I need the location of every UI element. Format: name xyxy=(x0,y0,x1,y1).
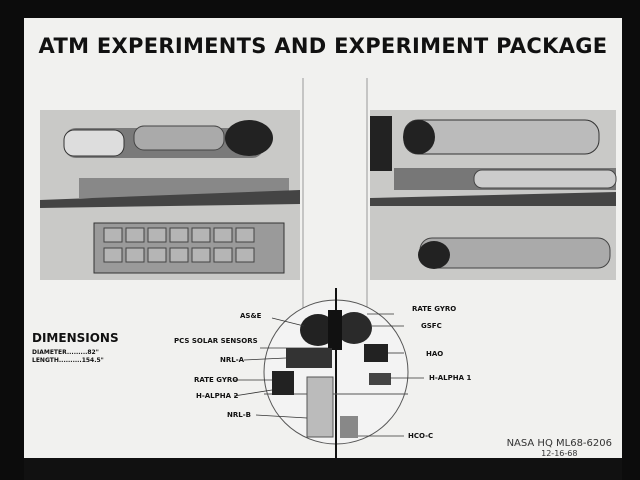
credit-id: NASA HQ ML68-6206 xyxy=(506,438,612,449)
dimensions-heading: DIMENSIONS xyxy=(32,331,119,345)
dimension-value: 82" xyxy=(87,349,99,356)
dimension-value: 154.5" xyxy=(81,357,104,364)
slide-title: ATM EXPERIMENTS AND EXPERIMENT PACKAGE xyxy=(38,34,608,58)
label-nrl-b: NRL-B xyxy=(227,411,251,419)
experiment-package-diagram xyxy=(40,78,617,460)
label-gsfc: GSFC xyxy=(421,322,442,330)
credit-date: 12-16-68 xyxy=(541,449,578,458)
film-border xyxy=(24,458,622,480)
label-asae: AS&E xyxy=(240,312,262,320)
label-hco-c: HCO-C xyxy=(408,432,434,440)
slide: ATM EXPERIMENTS AND EXPERIMENT PACKAGE xyxy=(24,18,622,460)
label-nrl-a: NRL-A xyxy=(220,356,245,364)
dimension-diameter: DIAMETER.........82" xyxy=(32,349,99,356)
label-rate-gyro-right: RATE GYRO xyxy=(412,305,457,313)
label-rate-gyro-left: RATE GYRO xyxy=(194,376,239,384)
label-pcs-solar-sensors: PCS SOLAR SENSORS xyxy=(174,337,258,345)
label-hao: HAO xyxy=(426,350,444,358)
dimension-label: DIAMETER xyxy=(32,349,67,356)
photo-credit: NASA HQ ML68-6206 12-16-68 xyxy=(507,438,612,458)
cross-section-view xyxy=(233,288,424,460)
label-h-alpha-1: H-ALPHA 1 xyxy=(429,374,472,382)
dimension-label: LENGTH xyxy=(32,357,59,364)
dimension-length: LENGTH..........154.5" xyxy=(32,357,104,364)
label-h-alpha-2: H-ALPHA 2 xyxy=(196,392,239,400)
